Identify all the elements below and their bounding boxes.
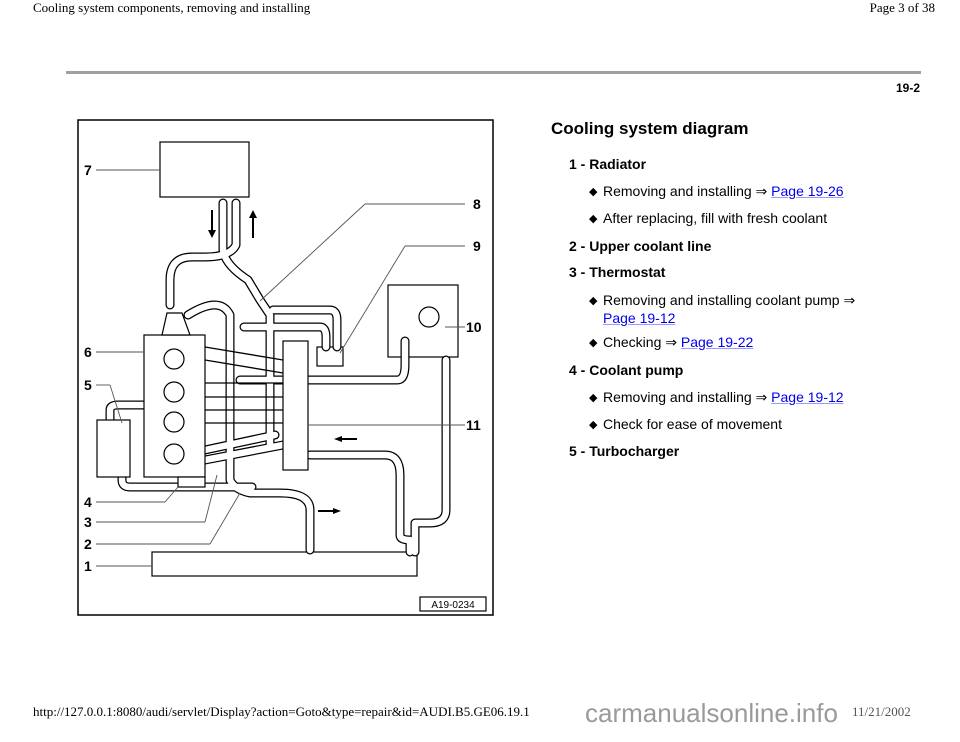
page-indicator: Page 3 of 38 [869, 0, 935, 15]
sub-item-text: Checking ⇒ [603, 334, 681, 350]
item-coolant-pump: 4 - Coolant pump [569, 362, 684, 378]
header-divider [66, 71, 921, 74]
callout-7: 7 [84, 162, 92, 178]
sub-item: ◆ Checking ⇒ Page 19-22 [589, 334, 889, 352]
document-title: Cooling system components, removing and … [33, 0, 311, 15]
sub-item: ◆ Check for ease of movement [589, 416, 889, 434]
sub-item: ◆ Removing and installing ⇒ Page 19-26 [589, 183, 889, 201]
item-turbocharger: 5 - Turbocharger [569, 443, 680, 459]
figure-id: A19-0234 [431, 600, 475, 611]
link-page-19-12[interactable]: Page 19-12 [771, 389, 844, 405]
cooling-system-diagram: 7 8 9 10 6 5 11 4 3 2 1 A19-0234 [77, 119, 494, 616]
figure-id-box [419, 596, 487, 612]
radiator-1 [151, 551, 418, 577]
callout-8: 8 [473, 196, 481, 212]
callout-11: 11 [466, 417, 481, 433]
diamond-bullet-icon: ◆ [589, 295, 598, 307]
link-page-19-22[interactable]: Page 19-22 [680, 334, 754, 350]
sub-item-text: Removing and installing ⇒ [603, 183, 772, 199]
callout-2: 2 [84, 536, 92, 552]
item-thermostat: 3 - Thermostat [569, 264, 666, 280]
callout-5: 5 [84, 377, 92, 393]
diamond-bullet-icon: ◆ [589, 337, 598, 349]
callout-10: 10 [466, 319, 482, 335]
component-11 [282, 340, 309, 471]
footer-url: http://127.0.0.1:8080/audi/servlet/Displ… [33, 704, 530, 719]
watermark: carmanualsonline.info [585, 698, 838, 728]
diamond-bullet-icon: ◆ [589, 419, 598, 431]
link-page-19-26[interactable]: Page 19-26 [771, 183, 844, 199]
item-radiator: 1 - Radiator [569, 156, 647, 172]
sub-item-text: Removing and installing ⇒ [603, 389, 772, 405]
sub-item: ◆ Removing and installing ⇒ Page 19-12 [589, 389, 889, 407]
diamond-bullet-icon: ◆ [589, 213, 598, 225]
sub-item-text: Removing and installing coolant pump ⇒ [603, 292, 856, 308]
sub-item-text: After replacing, fill with fresh coolant [603, 210, 828, 226]
callout-6: 6 [84, 344, 92, 360]
turbocharger-5 [96, 419, 131, 478]
footer-date: 11/21/2002 [852, 704, 911, 719]
sub-item-text: Check for ease of movement [603, 416, 782, 432]
component-10 [387, 284, 459, 358]
section-title: Cooling system diagram [551, 119, 749, 138]
callout-3: 3 [84, 514, 92, 530]
item-upper-coolant-line: 2 - Upper coolant line [569, 238, 712, 254]
component-7 [159, 141, 250, 198]
link-page-19-12[interactable]: Page 19-12 [603, 310, 676, 326]
diagram-frame [77, 119, 494, 616]
section-number: 19-2 [895, 81, 920, 95]
diamond-bullet-icon: ◆ [589, 392, 598, 404]
sub-item: ◆Removing and installing coolant pump ⇒ … [589, 292, 859, 327]
callout-4: 4 [84, 494, 92, 510]
diamond-bullet-icon: ◆ [589, 186, 598, 198]
callout-1: 1 [84, 558, 92, 574]
callout-9: 9 [473, 238, 481, 254]
sub-item: ◆ After replacing, fill with fresh coolan… [589, 210, 889, 228]
